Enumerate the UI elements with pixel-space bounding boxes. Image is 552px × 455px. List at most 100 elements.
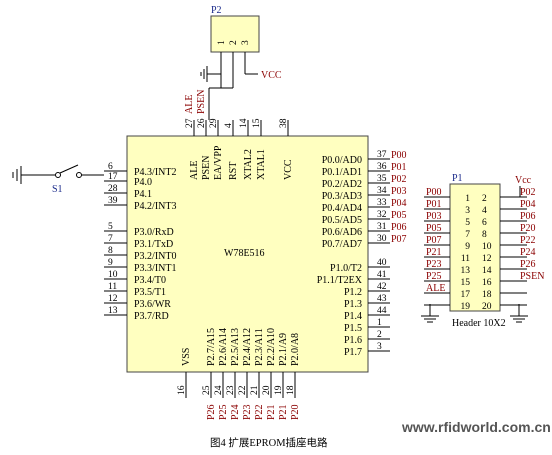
mcu-left-pin-number: 39 <box>108 196 118 206</box>
mcu-right-pin-number: 33 <box>377 198 387 208</box>
header-left-pin-number: 15 <box>461 278 471 288</box>
header-right-pin-net: P04 <box>520 199 536 210</box>
mcu-right-pin-net: P06 <box>391 222 407 233</box>
mcu-bottom-pin-number: 25 <box>202 385 212 395</box>
mcu-right-pin-name: P1.5 <box>344 323 362 334</box>
mcu-bottom-pin-number: 23 <box>226 385 236 395</box>
mcu-left-pin-number: 6 <box>108 162 113 172</box>
mcu-top-pin-number: 26 <box>197 118 207 128</box>
mcu-bottom-pin-name: P2.0/A8 <box>290 333 301 366</box>
mcu-right-pin-name: P1.2 <box>344 287 362 298</box>
mcu-right-pin-number: 42 <box>377 282 387 292</box>
mcu-top-pin-number: 29 <box>209 118 219 128</box>
mcu-left-pin-name: P3.3/INT1 <box>134 263 177 274</box>
header-left-pin-net: P21 <box>426 247 442 258</box>
mcu-right-pin-name: P0.0/AD0 <box>322 155 362 166</box>
header-right-pin-net: P02 <box>520 187 536 198</box>
mcu-body <box>126 135 369 373</box>
header-p1: P1 Header 10X2 Vcc 1P003P015P037P059P071… <box>421 173 544 329</box>
mcu-bottom-pin-net: P22 <box>254 404 265 420</box>
switch-designator: S1 <box>52 184 63 195</box>
mcu-top-pin-number: 4 <box>224 123 234 128</box>
header-right-pin-number: 16 <box>482 278 492 288</box>
mcu-right-pin-name: P0.5/AD5 <box>322 215 362 226</box>
header-right-pin-net: P20 <box>520 223 536 234</box>
mcu-bottom-pin-name: P2.2/A10 <box>266 328 277 366</box>
header-right-pin-net: PSEN <box>520 271 544 282</box>
mcu-bottom-pin-name: P2.1/A9 <box>278 333 289 366</box>
mcu-right-pin-number: 44 <box>377 306 387 316</box>
header-right-pin-number: 6 <box>482 218 487 228</box>
header-right-pin-number: 14 <box>482 266 492 276</box>
header-left-pin-net: ALE <box>426 283 445 294</box>
header-designator: P1 <box>452 173 463 184</box>
mcu-right-pin-name: P0.2/AD2 <box>322 179 362 190</box>
mcu-bottom-pin-number: 21 <box>250 385 260 395</box>
figure-caption: 图4 扩展EPROM插座电路 <box>210 436 328 449</box>
ground-symbol-header-left <box>421 304 439 323</box>
header-left-pin-net: P25 <box>426 271 442 282</box>
mcu-right-pin-net: P07 <box>391 234 407 245</box>
mcu-left-pin-name: P3.1/TxD <box>134 239 173 250</box>
mcu-top-pin-name: XTAL1 <box>256 149 267 180</box>
mcu-right-pin-number: 36 <box>377 162 387 172</box>
p2-pin-number: 3 <box>241 40 251 45</box>
mcu-left-pin-number: 8 <box>108 246 113 256</box>
header-right-pin-net: P24 <box>520 247 536 258</box>
mcu-right-pin-net: P03 <box>391 186 407 197</box>
mcu-left-pin-name: P3.5/T1 <box>134 287 166 298</box>
mcu-top-pin-name: PSEN <box>201 156 212 180</box>
mcu-left-pin-number: 5 <box>108 222 113 232</box>
mcu-name: W78E516 <box>224 248 265 259</box>
mcu-top-pin-name: ALE <box>189 161 200 180</box>
header-body <box>449 183 501 312</box>
mcu-right-pin-name: P0.1/AD1 <box>322 167 362 178</box>
header-right-pin-number: 12 <box>482 254 492 264</box>
header-left-pin-net: P07 <box>426 235 442 246</box>
header-left-pin-number: 9 <box>465 242 470 252</box>
p2-vcc-label: VCC <box>261 70 282 81</box>
mcu-right-pin-name: P1.6 <box>344 335 362 346</box>
header-left-pin-number: 3 <box>465 206 470 216</box>
header-name: Header 10X2 <box>452 318 506 329</box>
mcu-right-pin-number: 2 <box>377 330 382 340</box>
header-left-pin-net: P01 <box>426 199 442 210</box>
mcu-left-pin-number: 17 <box>108 172 118 182</box>
header-left-pin-net: P23 <box>426 259 442 270</box>
mcu-right-pin-name: P1.0/T2 <box>330 263 362 274</box>
p2-body <box>210 15 260 53</box>
mcu-top-pin-name: EA/VPP <box>213 145 224 180</box>
mcu-right-pin-number: 37 <box>377 150 387 160</box>
mcu-bottom-pin-name: P2.6/A14 <box>218 328 229 366</box>
reset-switch: S1 <box>12 164 104 195</box>
mcu-bottom-pin-number: 22 <box>238 385 248 395</box>
p2-pin-number: 2 <box>229 40 239 45</box>
p2-designator: P2 <box>211 5 222 16</box>
mcu-bottom-pin-net: P21 <box>266 404 277 420</box>
mcu-left-pin-name: P4.2/INT3 <box>134 201 177 212</box>
mcu-left-pin-number: 11 <box>108 282 117 292</box>
mcu-left-pin-name: P3.6/WR <box>134 299 171 310</box>
mcu-right-pin-name: P0.4/AD4 <box>322 203 362 214</box>
ground-symbol-p2 <box>200 66 208 82</box>
mcu-right-pin-number: 41 <box>377 270 387 280</box>
header-pins: 1P003P015P037P059P0711P2113P2315P2517ALE… <box>424 187 544 312</box>
header-left-pin-number: 11 <box>461 254 470 264</box>
mcu-top-pin-number: 38 <box>279 118 289 128</box>
mcu-right-pin-name: P1.7 <box>344 347 362 358</box>
ground-symbol-header-right <box>510 304 528 323</box>
mcu-left-pin-number: 7 <box>108 234 113 244</box>
mcu-left-pin-name: P3.0/RxD <box>134 227 174 238</box>
header-right-pin-net: P06 <box>520 211 536 222</box>
watermark: www.rfidworld.com.cn <box>401 419 551 435</box>
mcu-left-pin-number: 10 <box>108 270 118 280</box>
header-left-pin-number: 1 <box>465 194 470 204</box>
mcu-top-pin-name: XTAL2 <box>243 149 254 180</box>
mcu-right-pin-number: 32 <box>377 210 387 220</box>
mcu-right-pin-net: P05 <box>391 210 407 221</box>
mcu-bottom-pin-number: 19 <box>274 385 284 395</box>
header-left-pin-number: 13 <box>461 266 471 276</box>
